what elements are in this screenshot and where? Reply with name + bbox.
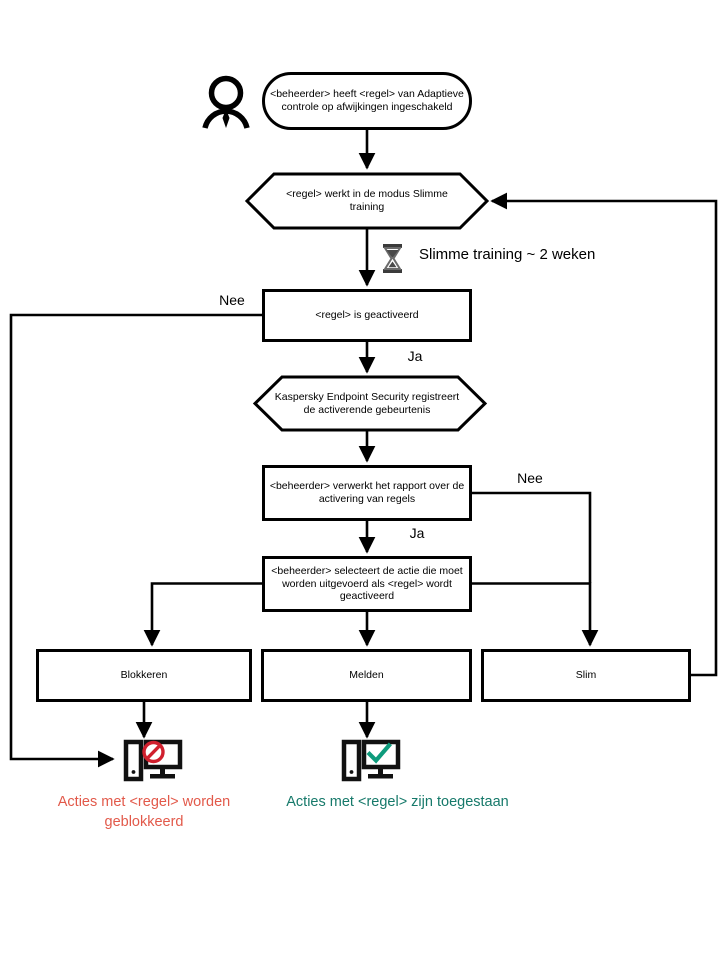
admin-processes-report-node bbox=[262, 465, 472, 521]
action-notify-node bbox=[261, 649, 472, 702]
edge-label-activated-yes: Ja bbox=[407, 348, 423, 364]
rule-activated-node bbox=[262, 289, 472, 342]
kes-registers-node bbox=[252, 375, 488, 432]
edge-label-report-no: Nee bbox=[517, 470, 543, 486]
training-mode-node bbox=[244, 172, 490, 230]
person-icon bbox=[202, 75, 250, 129]
hourglass-icon bbox=[383, 244, 402, 273]
blocked-outcome-caption: Acties met <regel> worden geblokkeerd bbox=[57, 794, 231, 830]
computer-blocked-icon bbox=[123, 739, 183, 782]
computer-allowed-icon bbox=[341, 739, 401, 782]
allowed-outcome-caption: Acties met <regel> zijn toegestaan bbox=[286, 794, 509, 810]
action-block-node bbox=[36, 649, 252, 702]
edge-label-report-yes: Ja bbox=[409, 525, 425, 541]
edge-activated-no-loop bbox=[9, 313, 264, 768]
edge-report-no bbox=[470, 491, 592, 583]
training-duration-label: Slimme training ~ 2 weken bbox=[419, 246, 596, 263]
start-node bbox=[262, 72, 472, 130]
edge-select-to-block bbox=[143, 582, 264, 647]
edge-label-activated-no: Nee bbox=[219, 292, 245, 308]
action-smart-node bbox=[481, 649, 691, 702]
admin-selects-action-node bbox=[262, 556, 472, 612]
edge-smart-loop-back bbox=[490, 192, 718, 677]
edge-select-to-smart bbox=[470, 582, 599, 647]
